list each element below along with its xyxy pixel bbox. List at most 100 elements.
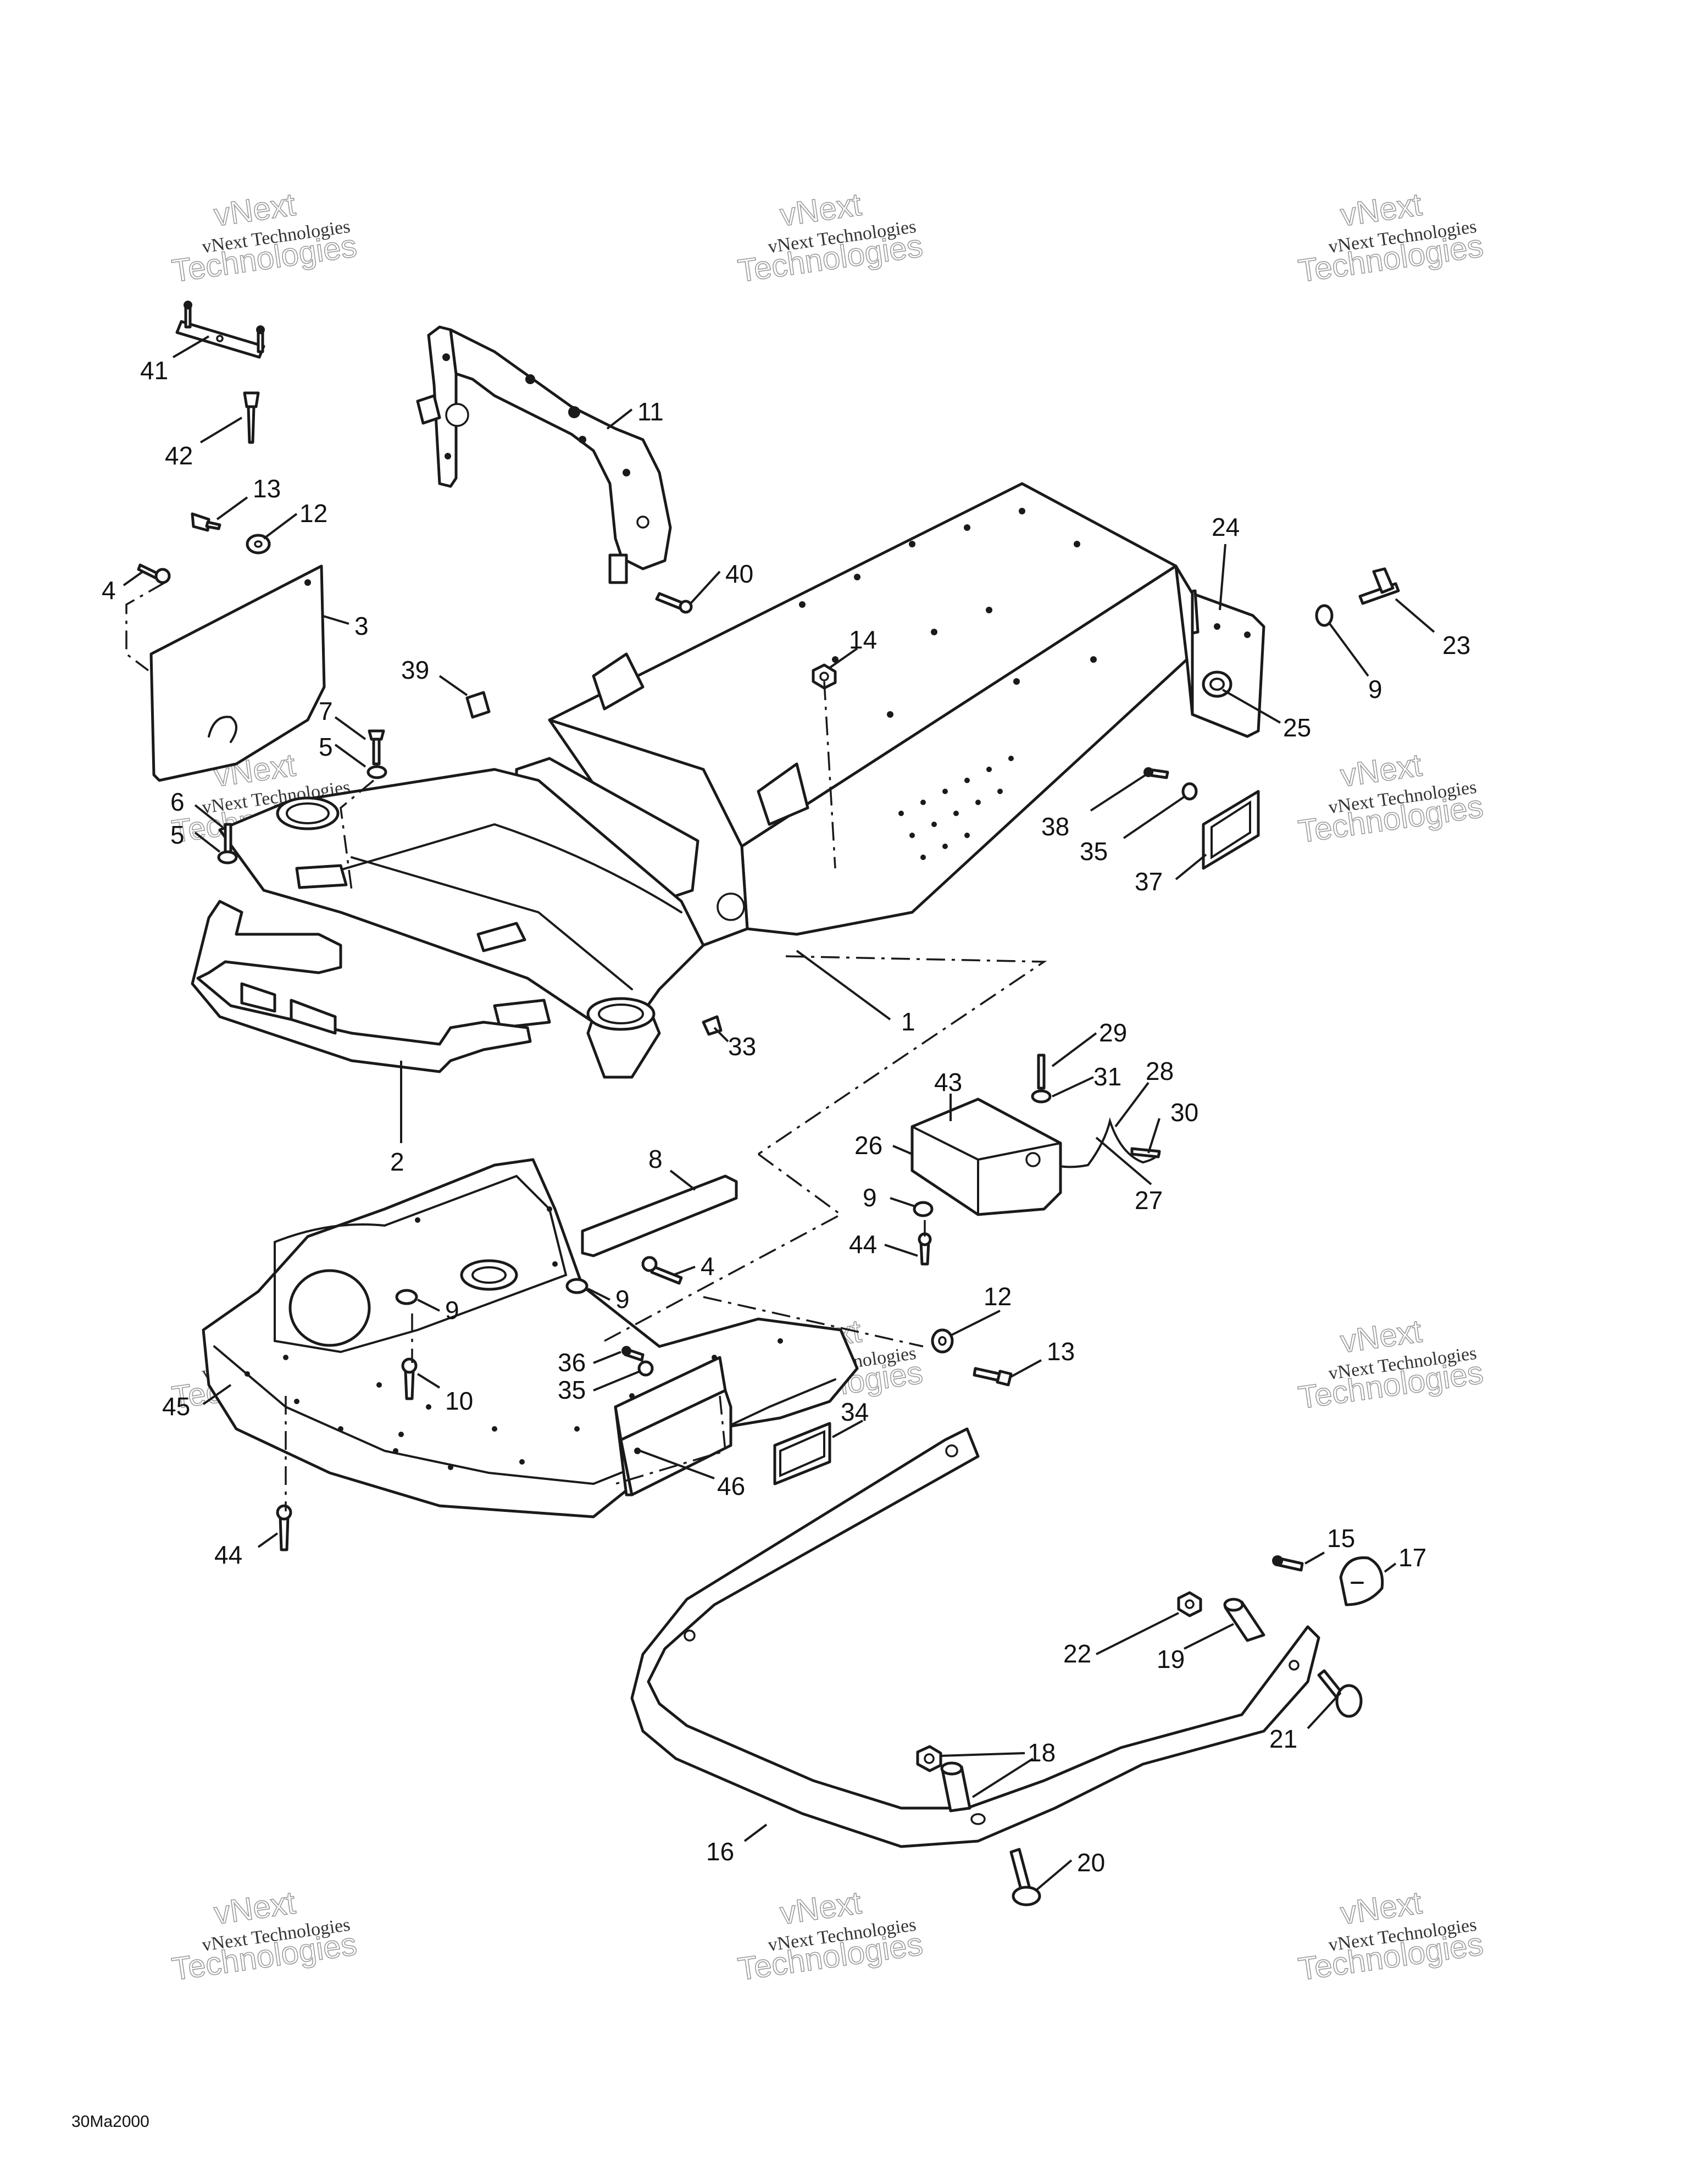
part-10-rivet [401, 1357, 418, 1400]
part-34-reflector [773, 1422, 831, 1485]
callout-33: 33 [728, 1032, 756, 1061]
callout-36: 36 [558, 1348, 586, 1377]
part-12-washer-upper [246, 534, 271, 555]
callout-9-mid: 9 [863, 1183, 877, 1212]
callout-4-lower: 4 [701, 1252, 715, 1281]
part-15-screw [1272, 1555, 1304, 1572]
callout-9-pan-left: 9 [445, 1296, 459, 1324]
part-14-nut [812, 663, 837, 690]
part-9-washer-c [395, 1289, 418, 1305]
part-12-washer-lower [931, 1328, 954, 1354]
callout-46: 46 [717, 1472, 745, 1500]
callout-12-lower: 12 [984, 1282, 1012, 1311]
callout-9-right: 9 [1368, 675, 1382, 703]
part-46-rail [614, 1356, 732, 1496]
part-37-reflector [1202, 790, 1260, 870]
callout-6: 6 [170, 788, 185, 816]
callout-1: 1 [901, 1007, 915, 1036]
callout-35-lower: 35 [558, 1376, 586, 1404]
part-4-rivet-lower [641, 1256, 683, 1285]
callout-44-mid: 44 [849, 1230, 877, 1259]
callout-27: 27 [1135, 1186, 1163, 1215]
callout-4-upper: 4 [102, 576, 116, 605]
callout-labels: 41 42 11 13 12 4 3 40 24 23 14 39 9 25 7… [102, 356, 1470, 1877]
callout-41: 41 [140, 356, 168, 385]
callout-34: 34 [841, 1398, 869, 1426]
part-3-panel [125, 564, 326, 782]
part-45-bellypan [202, 1158, 859, 1518]
callout-29: 29 [1099, 1018, 1127, 1047]
part-13-bolt-lower [973, 1367, 1013, 1387]
callout-26: 26 [854, 1131, 882, 1160]
callout-28: 28 [1146, 1057, 1174, 1085]
part-9-washer-right [1315, 604, 1334, 627]
part-44-rivet-a [918, 1232, 932, 1266]
part-35-washer-a [1181, 782, 1198, 801]
part-41-bracket [175, 301, 265, 359]
callout-12-upper: 12 [299, 499, 327, 528]
callout-45: 45 [162, 1392, 190, 1421]
callout-5-lower: 5 [170, 821, 185, 849]
part-42-rivet [243, 391, 260, 444]
part-2-bumper [191, 900, 532, 1073]
part-22-nut-lower [916, 1745, 942, 1772]
drawing-code: 30Ma2000 [71, 2113, 149, 2131]
callout-43: 43 [934, 1068, 962, 1096]
part-13-bolt-upper [191, 512, 221, 532]
callout-18: 18 [1028, 1738, 1056, 1767]
part-35-washer-b [637, 1360, 654, 1377]
callout-30: 30 [1170, 1098, 1198, 1127]
part-7-bolt [368, 729, 385, 766]
callout-25: 25 [1283, 713, 1311, 742]
callout-13-lower: 13 [1047, 1337, 1075, 1366]
part-5-washer-a [367, 765, 387, 779]
callout-11: 11 [637, 397, 664, 426]
callout-2: 2 [390, 1148, 404, 1176]
part-4-rivet-upper [137, 563, 171, 584]
callout-40: 40 [725, 559, 753, 588]
part-9-washer-d [565, 1278, 588, 1294]
part-17-cap [1339, 1556, 1384, 1606]
part-29-screw [1037, 1054, 1046, 1090]
callout-38: 38 [1041, 812, 1069, 841]
callout-37: 37 [1135, 867, 1163, 896]
callout-44-lower: 44 [214, 1540, 242, 1569]
callout-16: 16 [706, 1837, 734, 1866]
callout-23: 23 [1442, 631, 1470, 659]
callout-3: 3 [354, 612, 369, 640]
callout-10: 10 [445, 1387, 473, 1415]
part-38-screw [1143, 767, 1169, 779]
part-40-rivet [655, 592, 693, 614]
callout-14: 14 [849, 625, 877, 654]
part-39-clip [465, 691, 491, 719]
part-11-bracket [416, 325, 672, 584]
callout-15: 15 [1327, 1524, 1355, 1553]
callout-31: 31 [1093, 1062, 1121, 1091]
callout-7: 7 [319, 697, 333, 725]
part-36-screw [621, 1346, 645, 1362]
part-1-frame [218, 482, 1194, 1079]
leader-lines [123, 335, 1435, 1892]
part-26-box [910, 1097, 1062, 1216]
frame-perforations [898, 756, 1014, 860]
callout-9-pan-right: 9 [615, 1285, 630, 1313]
part-18-spacer [940, 1761, 971, 1812]
callout-42: 42 [165, 441, 193, 470]
callout-13-upper: 13 [253, 474, 281, 503]
callout-8: 8 [648, 1145, 663, 1173]
part-44-rivet-b [276, 1504, 292, 1551]
center-lines [285, 681, 1047, 1511]
part-6-bolt [224, 823, 232, 853]
part-19-spacer [1223, 1598, 1265, 1642]
callout-5-upper: 5 [319, 733, 333, 761]
part-31-washer [1031, 1089, 1052, 1104]
part-23-bolt [1358, 567, 1400, 605]
